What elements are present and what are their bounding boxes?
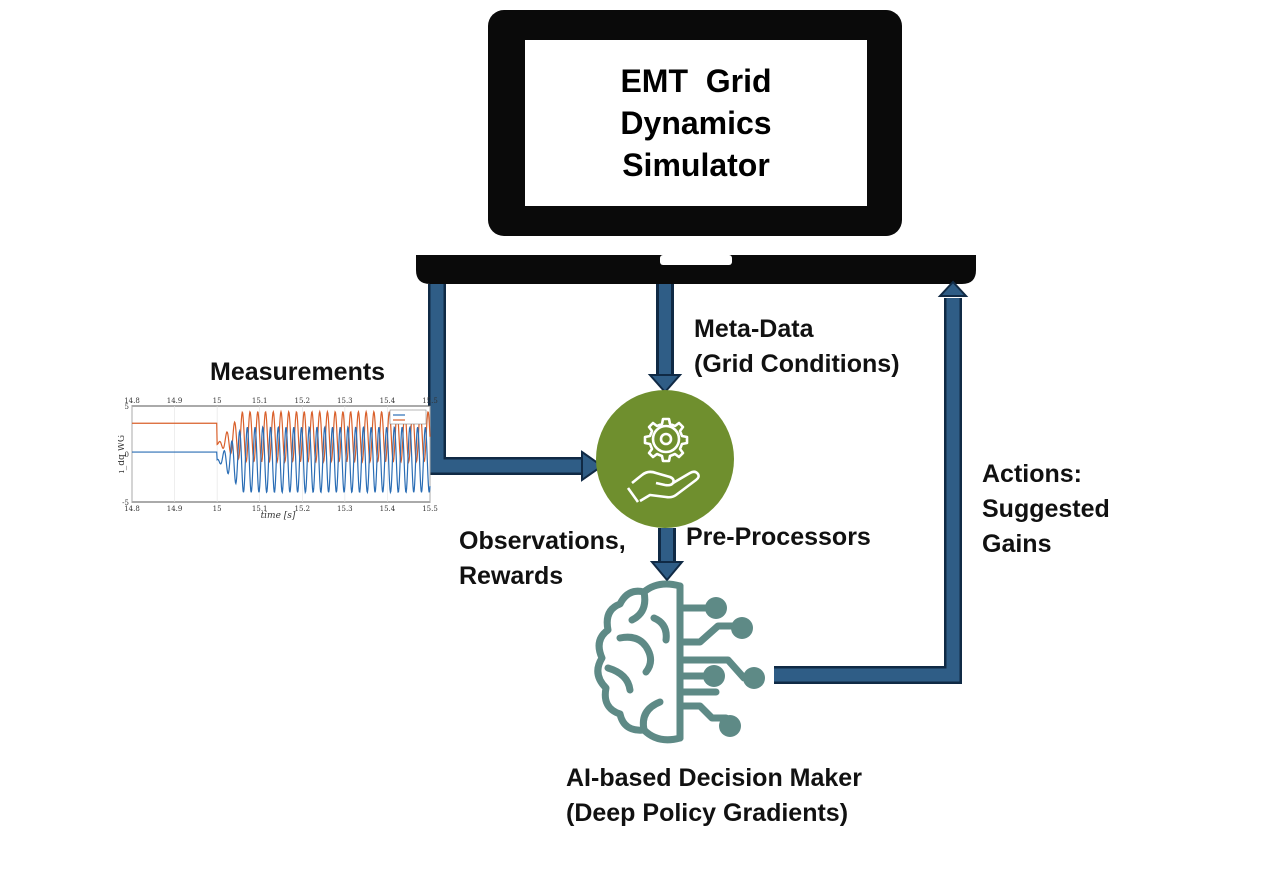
actions-arrow xyxy=(774,280,969,684)
x-tick-label-top: 14.9 xyxy=(167,397,183,405)
x-tick-label-top: 15 xyxy=(213,397,222,405)
x-tick-label-top: 15.1 xyxy=(252,397,268,405)
laptop-screen xyxy=(525,40,867,206)
x-tick-label: 14.8 xyxy=(124,505,140,513)
gear-hand-icon xyxy=(596,390,734,528)
simulator-title: EMT Grid Dynamics Simulator xyxy=(620,63,772,183)
x-tick-label: 15.2 xyxy=(294,505,310,513)
x-tick-label: 14.9 xyxy=(167,505,183,513)
brain-circuit-icon xyxy=(594,580,765,744)
laptop xyxy=(0,0,1261,300)
meta-data-arrow xyxy=(647,284,683,394)
plot-xlabel: time [s] xyxy=(261,511,296,521)
meta-data-label: Meta-Data (Grid Conditions) xyxy=(694,315,900,378)
x-tick-label: 15.3 xyxy=(337,505,353,513)
processor-circle xyxy=(596,390,734,528)
pre-processors-label: Pre-Processors xyxy=(686,523,871,551)
laptop-shape xyxy=(416,10,976,284)
plot-x-ticks-top: 14.8 14.9 15 15.1 15.2 15.3 15.4 15.5 xyxy=(124,397,438,405)
actions-label: Actions: Suggested Gains xyxy=(982,460,1110,558)
plot-ylabel: i_dq WG xyxy=(118,435,127,473)
plot-x-ticks-bottom: 14.8 14.9 15 15.1 15.2 15.3 15.4 15.5 xyxy=(124,505,438,513)
x-tick-label: 15.1 xyxy=(252,505,268,513)
measurement-arrow xyxy=(428,284,604,482)
x-tick-label-top: 15.2 xyxy=(294,397,310,405)
x-tick-label: 15 xyxy=(213,505,222,513)
laptop-base xyxy=(416,255,976,284)
y-tick-label: 5 xyxy=(125,403,129,411)
trace-blue xyxy=(132,425,431,495)
observations-label: Observations, Rewards xyxy=(459,527,626,590)
y-tick-label: -5 xyxy=(122,499,129,507)
x-tick-label: 15.4 xyxy=(380,505,396,513)
y-tick-label: 0 xyxy=(125,451,129,459)
laptop-notch xyxy=(660,255,732,265)
x-tick-label-top: 15.4 xyxy=(380,397,396,405)
decision-maker-label: AI-based Decision Maker (Deep Policy Gra… xyxy=(566,764,862,827)
plot-legend xyxy=(389,409,427,425)
measurements-label: Measurements xyxy=(210,358,386,386)
trace-orange xyxy=(132,409,431,464)
x-tick-label-top: 14.8 xyxy=(124,397,140,405)
x-tick-label-top: 15.3 xyxy=(337,397,353,405)
plot-y-ticks: 5 0 -5 xyxy=(122,403,129,507)
x-tick-label-top: 15.5 xyxy=(422,397,438,405)
observations-arrow xyxy=(649,528,685,582)
x-tick-label: 15.5 xyxy=(422,505,438,513)
